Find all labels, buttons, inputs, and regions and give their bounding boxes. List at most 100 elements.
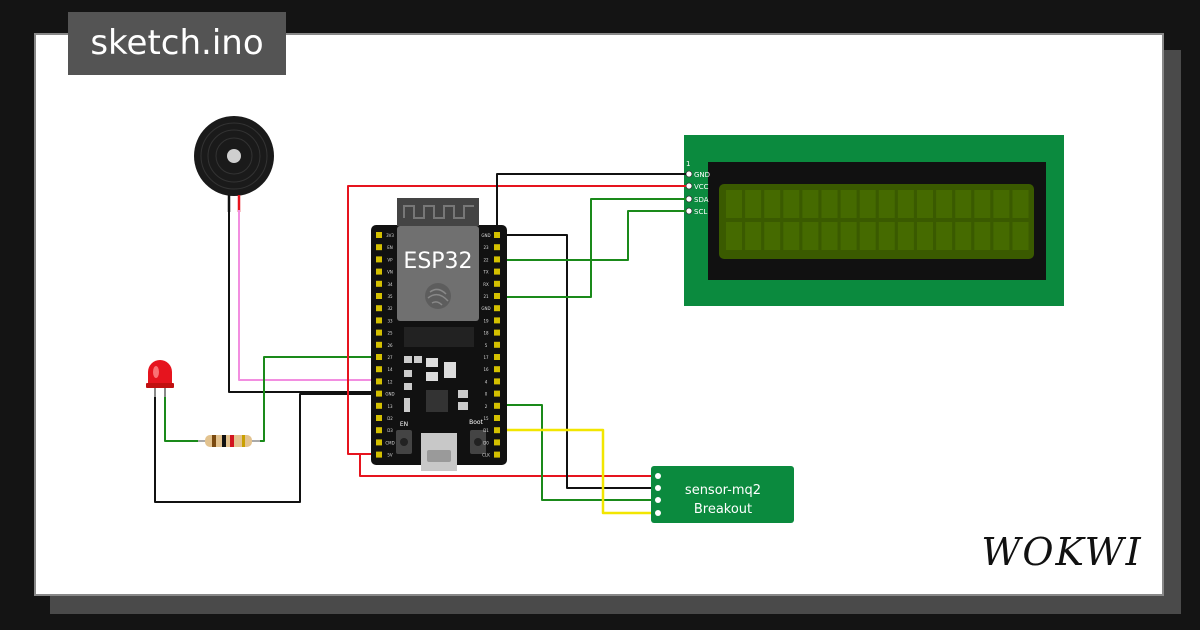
esp32-pin-label: D3 bbox=[387, 428, 393, 433]
lcd-cell bbox=[783, 222, 800, 250]
esp32-pin-left-9[interactable]: 26 bbox=[376, 341, 393, 348]
esp32-pin-right-9[interactable]: 5 bbox=[485, 341, 500, 348]
esp32-pin-right-7[interactable]: 19 bbox=[483, 317, 500, 324]
esp32-pin-label: 18 bbox=[483, 331, 489, 336]
esp32-pin-label: 0 bbox=[485, 392, 488, 397]
lcd-cell bbox=[993, 190, 1010, 218]
esp32-pin-right-13[interactable]: 0 bbox=[485, 390, 500, 397]
lcd-cell bbox=[840, 222, 857, 250]
red-led[interactable] bbox=[146, 360, 174, 397]
esp32-pin-right-15[interactable]: 15 bbox=[483, 415, 500, 421]
esp32-pin-left-15[interactable]: D2 bbox=[376, 415, 393, 421]
wire-buzzer-signal[interactable] bbox=[238, 210, 379, 381]
esp32-pin-right-11[interactable]: 16 bbox=[483, 366, 500, 373]
lcd-cell bbox=[840, 190, 857, 218]
wire-led-gnd[interactable] bbox=[154, 393, 379, 503]
en-button[interactable]: EN bbox=[396, 421, 412, 454]
boot-button-label: Boot bbox=[469, 419, 483, 426]
wire-resistor-gpio14[interactable] bbox=[252, 356, 379, 442]
esp32-pin-left-2[interactable]: VP bbox=[376, 256, 393, 263]
lcd-display[interactable]: 1 GND VCC SDA SCL bbox=[684, 135, 1064, 306]
wire-buzzer-gnd[interactable] bbox=[228, 210, 379, 393]
sensor-subtitle: Breakout bbox=[694, 502, 752, 517]
resistor[interactable] bbox=[198, 435, 260, 447]
esp32-pin-left-14[interactable]: 13 bbox=[376, 402, 393, 409]
esp32-pin-left-7[interactable]: 33 bbox=[376, 317, 393, 324]
lcd-cell bbox=[764, 222, 781, 250]
lcd-cell bbox=[802, 222, 819, 250]
sketch-title[interactable]: sketch.ino bbox=[68, 12, 286, 75]
esp32-pin-right-18[interactable]: CLK bbox=[482, 451, 500, 458]
esp32-pin-left-17[interactable]: CMD bbox=[376, 439, 395, 446]
esp32-pin-left-5[interactable]: 35 bbox=[376, 293, 393, 299]
wire-sensor-do[interactable] bbox=[497, 428, 655, 515]
esp32-pin-right-2[interactable]: 22 bbox=[483, 256, 500, 263]
espressif-logo-icon bbox=[425, 283, 451, 309]
esp32-pin-left-6[interactable]: 32 bbox=[376, 305, 393, 312]
esp32-pin-right-1[interactable]: 23 bbox=[483, 244, 500, 251]
esp32-pin-left-0[interactable]: 3V3 bbox=[376, 232, 394, 238]
boot-button[interactable]: Boot bbox=[469, 419, 486, 454]
en-button-label: EN bbox=[400, 421, 408, 428]
esp32-pin-left-3[interactable]: VN bbox=[376, 268, 393, 275]
lcd-cell bbox=[802, 190, 819, 218]
wire-lcd-sda[interactable] bbox=[497, 198, 686, 298]
wire-sensor-gnd[interactable] bbox=[497, 234, 655, 489]
esp32-pin-left-10[interactable]: 27 bbox=[376, 354, 393, 360]
esp32-pin-right-8[interactable]: 18 bbox=[483, 329, 500, 336]
lcd-pin-label-gnd: GND bbox=[694, 171, 710, 179]
esp32-pin-label: 35 bbox=[387, 294, 393, 299]
esp32-pin-label: GND bbox=[481, 233, 490, 238]
wire-sensor-vcc[interactable] bbox=[359, 453, 655, 477]
sensor-name: sensor-mq2 bbox=[685, 483, 761, 498]
esp32-pin-label: 2 bbox=[485, 404, 488, 409]
lcd-cell bbox=[974, 222, 991, 250]
esp32-pin-right-10[interactable]: 17 bbox=[483, 354, 500, 360]
buzzer[interactable] bbox=[194, 116, 274, 212]
wokwi-logo: WOKWI bbox=[981, 530, 1140, 574]
esp32-pin-label: VN bbox=[387, 270, 393, 275]
esp32-pin-label: 21 bbox=[483, 294, 489, 299]
esp32-pin-label: 17 bbox=[483, 355, 489, 360]
lcd-cell bbox=[955, 222, 972, 250]
esp32-pin-label: D0 bbox=[483, 440, 489, 445]
esp32-pin-right-6[interactable]: GND bbox=[481, 305, 500, 312]
esp32-pin-label: 27 bbox=[387, 355, 393, 360]
mq2-sensor[interactable]: sensor-mq2 Breakout bbox=[651, 466, 794, 523]
esp32-pin-right-5[interactable]: 21 bbox=[483, 293, 500, 299]
esp32-pin-left-13[interactable]: GND bbox=[376, 390, 395, 397]
esp32-pin-label: 12 bbox=[387, 379, 393, 384]
esp32-pin-label: D2 bbox=[387, 416, 393, 421]
esp32-pin-right-12[interactable]: 4 bbox=[485, 378, 500, 385]
lcd-cell bbox=[745, 190, 762, 218]
esp32-pin-left-12[interactable]: 12 bbox=[376, 378, 393, 385]
esp32-board[interactable]: ESP32 EN Boot 3V3ENVPVN34353233252627141… bbox=[371, 198, 507, 471]
esp32-pin-right-17[interactable]: D0 bbox=[483, 439, 500, 446]
esp32-pin-right-0[interactable]: GND bbox=[481, 232, 500, 238]
esp32-pin-left-18[interactable]: 5V bbox=[376, 451, 393, 458]
wire-sensor-ao[interactable] bbox=[497, 404, 655, 501]
esp32-pin-right-14[interactable]: 2 bbox=[485, 402, 500, 409]
esp32-pin-label: EN bbox=[387, 245, 393, 250]
wire-lcd-scl[interactable] bbox=[497, 210, 686, 261]
esp32-pin-left-1[interactable]: EN bbox=[376, 244, 393, 251]
esp32-pin-left-16[interactable]: D3 bbox=[376, 427, 393, 434]
esp32-pin-right-16[interactable]: D1 bbox=[483, 427, 500, 434]
esp32-pin-right-4[interactable]: RX bbox=[483, 280, 500, 287]
lcd-cell bbox=[936, 190, 953, 218]
wire-lcd-gnd[interactable] bbox=[496, 173, 686, 235]
esp32-pin-label: 3V3 bbox=[386, 233, 394, 238]
esp32-pin-label: 25 bbox=[387, 331, 393, 336]
esp32-pin-label: D1 bbox=[483, 428, 489, 433]
esp32-pin-label: 5V bbox=[387, 453, 393, 458]
lcd-cell bbox=[821, 190, 838, 218]
lcd-cell bbox=[917, 190, 933, 218]
esp32-pin-left-4[interactable]: 34 bbox=[376, 280, 393, 287]
wire-led-anode[interactable] bbox=[164, 395, 205, 442]
esp32-pin-right-3[interactable]: TX bbox=[482, 268, 500, 275]
esp32-pin-left-11[interactable]: 14 bbox=[376, 366, 393, 373]
esp32-pin-left-8[interactable]: 25 bbox=[376, 329, 393, 336]
lcd-cell bbox=[974, 190, 991, 218]
wires bbox=[154, 173, 686, 515]
